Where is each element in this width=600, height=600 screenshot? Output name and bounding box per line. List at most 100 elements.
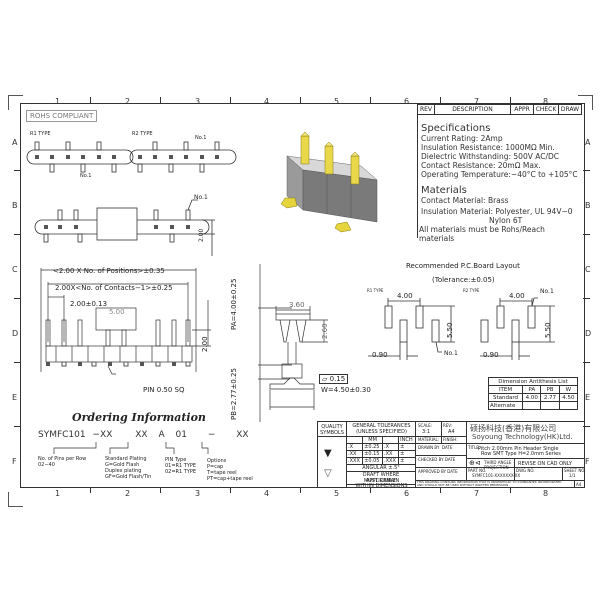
description-header: DESCRIPTION xyxy=(434,104,511,115)
title-block: SCALE: 3:1 REV: A4 MATERIAL: FINISH: DRA… xyxy=(415,421,586,488)
scale-value: 3:1 xyxy=(422,429,431,435)
spec-contact-resistance: Contact Resistance: 20mΩ Max. xyxy=(421,161,541,170)
note-pin-type: PIN Type 01=R1 TYPE 02=R1 TYPE xyxy=(165,457,196,475)
dim-header-item: ITEM xyxy=(487,385,524,394)
cell: ± xyxy=(398,443,416,451)
r1-pin1-label: No.1 xyxy=(80,173,92,179)
material-insulation: Insulation Material: Polyester, UL 94V−0 xyxy=(421,207,573,216)
ordering-leader-lines xyxy=(53,442,209,454)
rev-value: A4 xyxy=(448,429,455,435)
code-dash: − xyxy=(207,430,216,440)
dim-header-pa: PA xyxy=(522,385,542,394)
drawn-by: DRAWN BY DATE xyxy=(418,445,452,450)
date-label: DATE xyxy=(447,469,458,474)
note-line: Duplex plating xyxy=(105,468,142,474)
material-rohs-note: All materials must be Rohs/Reach materia… xyxy=(419,225,545,243)
quality-symbols-label: QUALITY SYMBOLS xyxy=(320,424,344,436)
flatness-icon: ▱ xyxy=(322,375,328,383)
check-header: CHECK xyxy=(533,104,559,115)
code-pin-type: 01 xyxy=(175,430,187,440)
approved-by: APPROVED BY DATE xyxy=(418,469,458,474)
cell: .XXX xyxy=(345,457,364,465)
cell xyxy=(540,401,560,410)
table-row: .X±0.25.X± xyxy=(345,443,416,451)
company-name-en: Soyoung Technology(HK)Ltd. xyxy=(472,433,573,441)
note-line: G=Gold Flash xyxy=(105,462,140,468)
corner-mark-tr xyxy=(578,95,593,110)
pcb-r2-pin1-label: No.1 xyxy=(540,288,554,295)
part-no-label: PART NO. xyxy=(468,468,487,473)
cell: 4.50 xyxy=(558,393,579,402)
must-remain-note: MUST REMAIN xyxy=(363,478,400,484)
drawn-label: DRAWN BY xyxy=(418,445,440,450)
top-view-with-cap-drawing xyxy=(34,199,215,256)
code-options: XX xyxy=(236,430,249,440)
code-a: A xyxy=(158,430,165,440)
sheet-size: A4 xyxy=(576,482,582,487)
note-line: P=cap xyxy=(207,464,224,470)
scale-label: SCALE: xyxy=(418,423,433,428)
inch-header: INCH xyxy=(398,436,416,444)
drawing-title-line1: Pitch 2.00mm Pin Header Single xyxy=(478,446,559,452)
mm-header: MM xyxy=(362,436,384,444)
note-plating: Standard Plating G=Gold Flash Duplex pla… xyxy=(105,456,151,480)
rev-label: REV: xyxy=(443,423,453,428)
material-contact: Contact Material: Brass xyxy=(421,196,509,205)
top-view-r2-drawing xyxy=(129,141,237,173)
r2-pin1-label: No.1 xyxy=(195,135,207,141)
quality-symbol-open-icon: ▽ xyxy=(324,468,332,479)
material-nylon: Nylon 6T xyxy=(489,216,523,225)
note-line: No. of Pins per Row xyxy=(38,456,87,462)
note-line: PIN Type xyxy=(165,457,187,463)
sheet-no-label: SHEET NO. xyxy=(564,468,586,473)
note-options: Options P=cap T=tape reel PT=cap+tape re… xyxy=(207,458,253,482)
pcb-pad-layout xyxy=(368,297,555,360)
front-height-dim: 2.00 xyxy=(201,336,209,352)
sheet-no-value: 1/1 xyxy=(569,473,576,478)
code-pins: −XX xyxy=(92,430,113,440)
specifications-block: Specifications Current Rating: 2Amp Insu… xyxy=(419,123,581,243)
dim-cap-height: 2.60 xyxy=(321,323,329,339)
flatness-callout: ▱ 0.15 xyxy=(319,374,349,384)
dimension-antithesis-list: Dimension Antithesis List ITEM PA PB W S… xyxy=(487,377,579,410)
tolerance-subtitle: (UNLESS SPECIFIED) xyxy=(356,429,407,435)
corner-mark-bl xyxy=(8,492,23,507)
proprietary-disclaimer: THIS DRAWING CONTAINS INFORMATION THAT I… xyxy=(417,481,562,487)
cell: .XXX xyxy=(382,457,400,465)
note-line: Standard Plating xyxy=(105,456,147,462)
cell: ±0.25 xyxy=(362,443,384,451)
pcb-r1-pad-width: 0.90 xyxy=(372,351,388,359)
pcb-r2-height: 5.50 xyxy=(544,322,552,338)
table-row: .XX±0.15.XX± xyxy=(345,450,416,458)
spec-operating-temp: Operating Temperature:−40°C to +105°C xyxy=(421,170,578,179)
dim-pb: PB=2.77±0.25 xyxy=(230,368,238,420)
pcb-r1-label: R1 TYPE xyxy=(367,288,384,293)
date-label: DATE xyxy=(441,445,453,450)
tolerance-title: GENERAL TOLERANCES xyxy=(352,423,411,429)
specifications-title: Specifications xyxy=(421,123,491,134)
projection-symbol-icon: ⊕⊲ xyxy=(469,459,481,467)
cell: ±0.05 xyxy=(362,457,384,465)
cell: ± xyxy=(398,450,416,458)
r1-type-label: R1 TYPE xyxy=(30,131,51,137)
revision-table: REV DESCRIPTION APPR CHECK DRAW xyxy=(417,104,582,115)
materials-title: Materials xyxy=(421,185,467,196)
draw-header: DRAW xyxy=(558,104,582,115)
checked-by: CHECKED BY DATE xyxy=(418,457,455,462)
drawing-border xyxy=(20,103,585,488)
side-view-drawing xyxy=(258,264,328,422)
pcb-r2-pitch: 4.00 xyxy=(509,292,525,300)
cell: ±0.15 xyxy=(362,450,384,458)
note-line: 02=R1 TYPE xyxy=(165,469,197,475)
note-line: GF=Gold Flash/Tin xyxy=(105,474,152,480)
flatness-value: 0.15 xyxy=(329,375,346,383)
part-no-value: SYMFC101-XXXXXXX-XX xyxy=(472,473,521,478)
cell: .X xyxy=(382,443,400,451)
ordering-title: Ordering Information xyxy=(72,411,206,424)
corner-mark-tl xyxy=(8,95,23,110)
code-prefix: SYMFC101 xyxy=(38,430,86,440)
cell: 4.00 xyxy=(522,393,542,402)
cell: .XX xyxy=(382,450,400,458)
front-view-drawing xyxy=(40,268,211,375)
pcb-r1-height: 5.50 xyxy=(446,322,454,338)
